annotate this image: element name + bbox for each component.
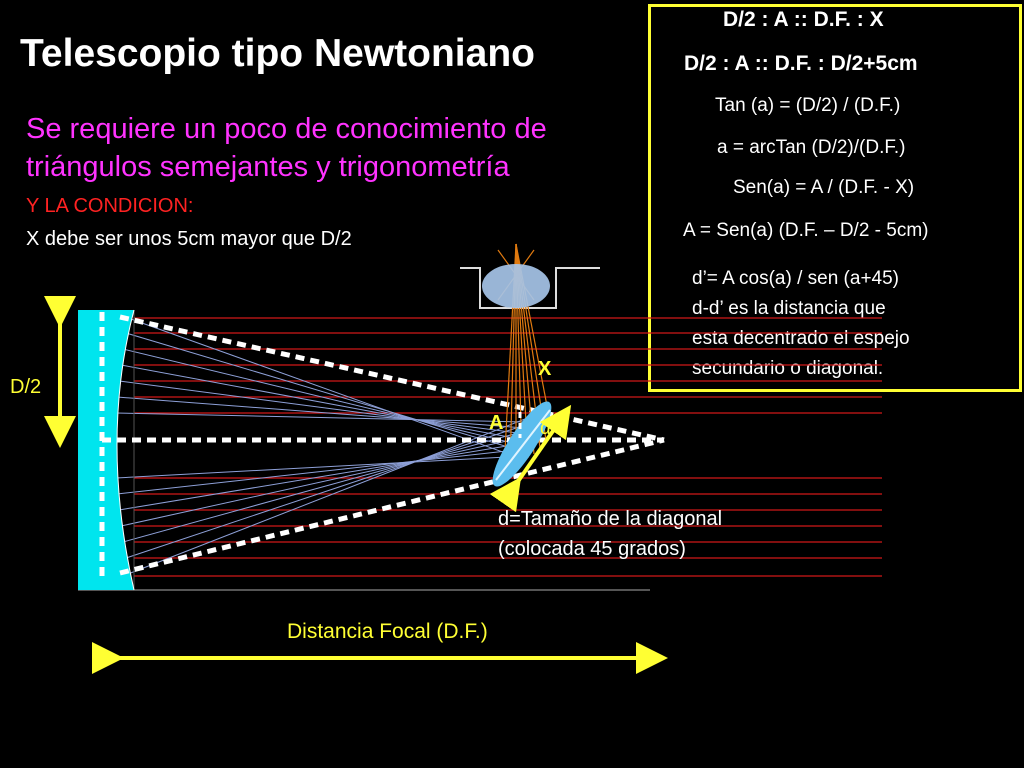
eyepiece-lens — [482, 264, 550, 308]
diagonal-size-line-1: d=Tamaño de la diagonal — [498, 508, 723, 530]
formula-a: A = Sen(a) (D.F. – D/2 - 5cm) — [683, 220, 929, 241]
d2-label: D/2 — [10, 376, 42, 398]
formula-proportion-2: D/2 : A :: D.F. : D/2+5cm — [684, 52, 918, 75]
formula-sen: Sen(a) = A / (D.F. - X) — [733, 177, 915, 198]
primary-mirror — [78, 310, 134, 590]
focal-distance-label: Distancia Focal (D.F.) — [287, 620, 488, 643]
diagonal-size-line-2: (colocada 45 grados) — [498, 538, 686, 560]
d-label: d — [540, 418, 551, 439]
diagonal-size-arrow — [489, 404, 572, 513]
reflected-rays — [115, 317, 526, 575]
formula-arctan: a = arcTan (D/2)/(D.F.) — [717, 137, 906, 158]
condition-title: Y LA CONDICION: — [26, 195, 194, 217]
formula-proportion-1: D/2 : A :: D.F. : X — [723, 8, 884, 31]
condition-text: X debe ser unos 5cm mayor que D/2 — [26, 228, 352, 250]
a-label: A — [489, 412, 504, 434]
note-d-prime: d’= A cos(a) / sen (a+45) — [692, 268, 900, 289]
formula-box — [648, 4, 1022, 392]
slide-title: Telescopio tipo Newtoniano — [20, 32, 535, 75]
note-line-4: secundario o diagonal. — [692, 358, 884, 379]
intro-line-2: triángulos semejantes y trigonometría — [26, 151, 510, 183]
formula-tan: Tan (a) = (D/2) / (D.F.) — [715, 95, 901, 116]
note-line-2: d-d’ es la distancia que — [692, 298, 886, 319]
x-label: X — [538, 358, 552, 380]
intro-line-1: Se requiere un poco de conocimiento de — [26, 113, 547, 145]
